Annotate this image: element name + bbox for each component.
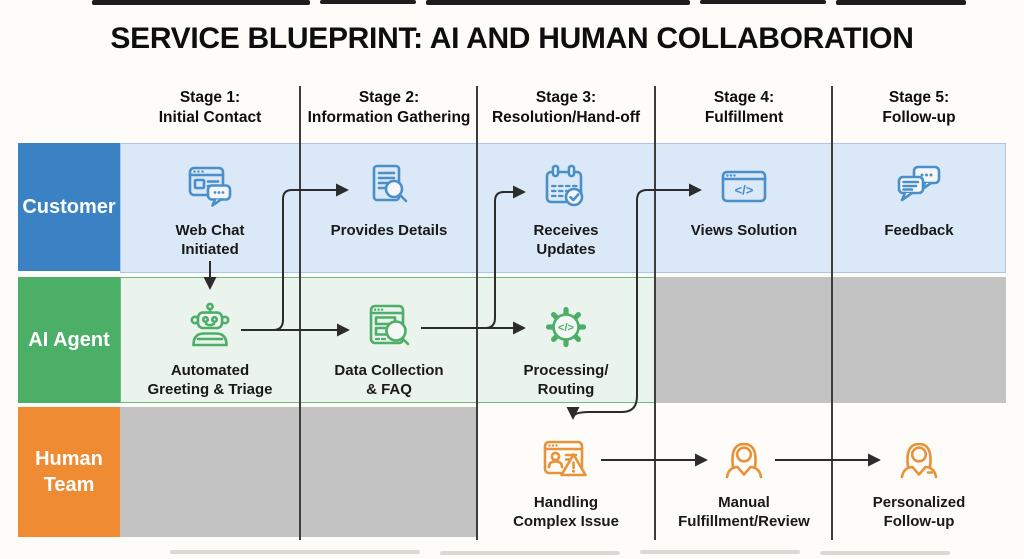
stage-header-2: Stage 2: Information Gathering [307, 89, 471, 127]
robot-icon [190, 302, 230, 347]
node-data-collection: Data Collection & FAQ [301, 299, 477, 399]
node-handling: Handling Complex Issue [478, 431, 654, 531]
page-title: SERVICE BLUEPRINT: AI AND HUMAN COLLABOR… [110, 22, 914, 55]
ai-inactive-band [655, 277, 1006, 403]
node-label: Provides Details [330, 222, 448, 239]
lane-label-ai-agent: AI Agent [18, 277, 120, 403]
human-inactive-band [120, 407, 477, 537]
node-manual: Manual Fulfillment/Review [656, 431, 832, 531]
person-icon [725, 442, 763, 479]
node-feedback: Feedback [831, 159, 1007, 241]
stage-divider-4-5 [831, 86, 833, 540]
person-badge-icon [900, 442, 938, 479]
svg-text:</>: </> [558, 322, 574, 334]
node-provides-details: Provides Details [301, 159, 477, 241]
web-chat-icon [188, 166, 232, 207]
node-receives-updates: Receives Updates [478, 159, 654, 259]
node-label: Views Solution [690, 222, 798, 239]
node-label: Manual Fulfillment/Review [678, 494, 810, 530]
stage-header-3: Stage 3: Resolution/Hand-off [491, 89, 641, 127]
lane-label-human-team: Human Team [18, 407, 120, 537]
gear-code-icon: </> [545, 306, 587, 348]
node-label: Personalized Follow-up [872, 494, 966, 530]
svg-text:</>: </> [735, 183, 754, 198]
node-processing: </> Processing/ Routing [478, 299, 654, 399]
node-web-chat: Web Chat Initiated [122, 159, 298, 259]
lane-label-customer: Customer [18, 143, 120, 271]
node-label: Automated Greeting & Triage [147, 362, 273, 398]
stage-header-5: Stage 5: Follow-up [882, 89, 956, 127]
browser-person-warning-icon [543, 440, 587, 477]
browser-code-icon: </> [721, 170, 767, 203]
calendar-check-icon [545, 164, 584, 207]
stage-header-1: Stage 1: Initial Contact [158, 89, 262, 127]
stage-divider-2-3 [476, 86, 478, 540]
node-personalized: Personalized Follow-up [831, 431, 1007, 531]
node-label: Feedback [884, 222, 954, 239]
node-automated-greeting: Automated Greeting & Triage [122, 299, 298, 399]
node-label: Handling Complex Issue [513, 494, 619, 530]
browser-magnifier-icon [369, 304, 410, 346]
node-label: Receives Updates [533, 222, 599, 258]
stage-header-4: Stage 4: Fulfillment [704, 89, 784, 127]
document-magnifier-icon [372, 164, 408, 203]
customer-row-band [120, 143, 1006, 273]
node-label: Data Collection & FAQ [334, 362, 444, 398]
node-label: Processing/ Routing [523, 362, 609, 398]
node-label: Web Chat Initiated [175, 222, 245, 258]
node-views-solution: </> Views Solution [656, 159, 832, 241]
chat-bubbles-icon [897, 165, 941, 202]
